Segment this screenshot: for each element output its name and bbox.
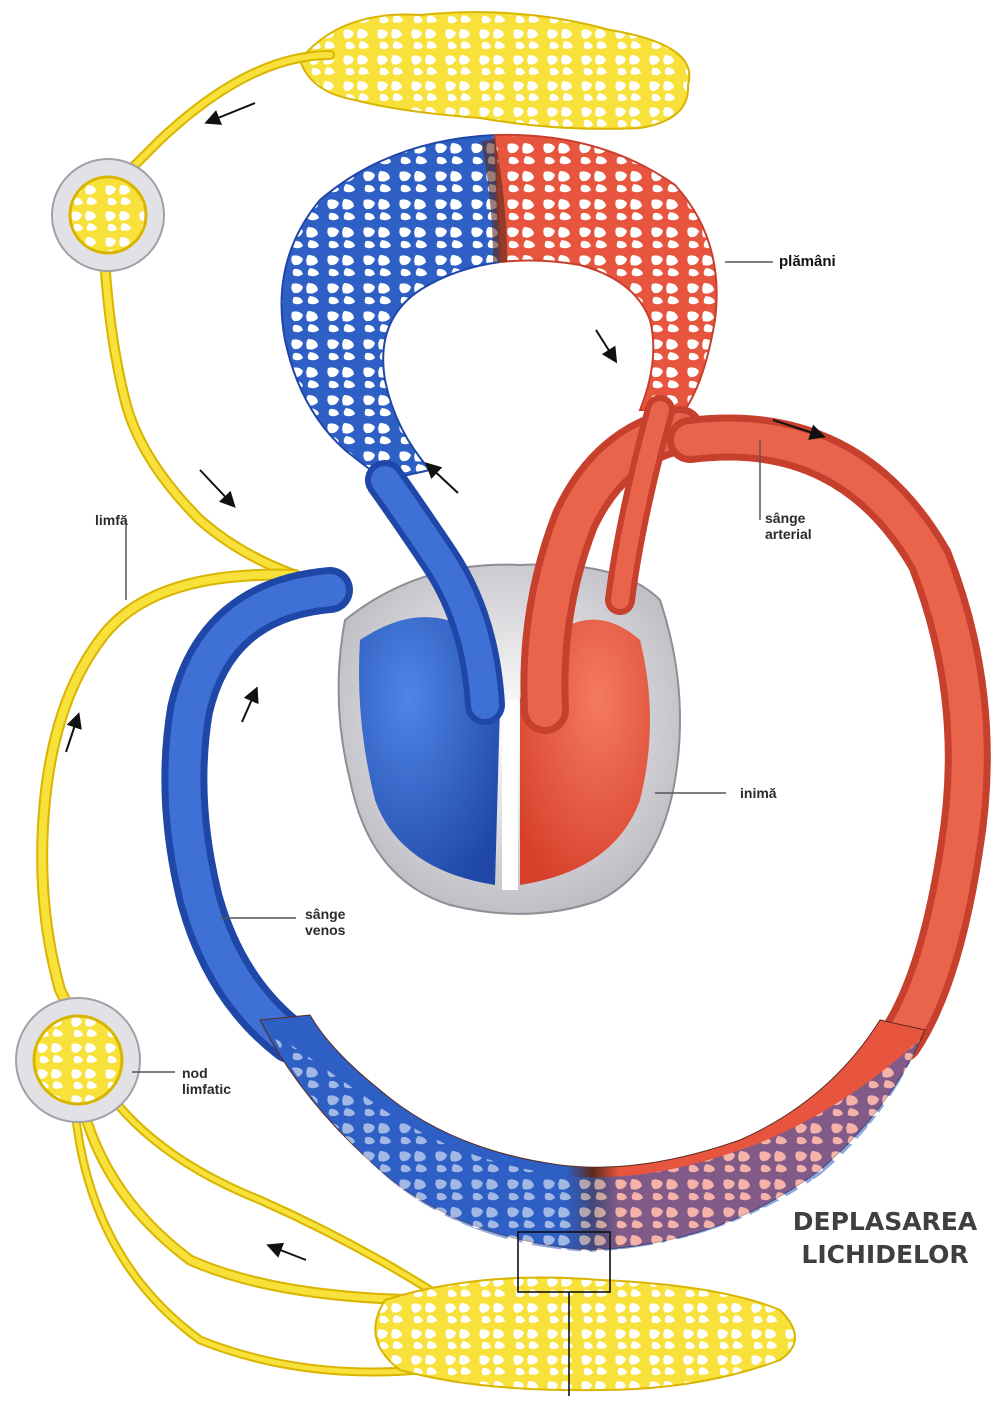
lymph-label: limfă — [95, 512, 128, 528]
arrow-icon — [270, 1246, 306, 1260]
diagram-title-line1: DEPLASAREA — [780, 1205, 990, 1238]
lymph-node-top — [52, 159, 164, 271]
venous-blood-label-line2: venos — [305, 922, 345, 938]
lung-capillaries-blue — [282, 135, 500, 480]
lymph-node-label: nod limfatic — [182, 1065, 231, 1097]
diagram-title: DEPLASAREA LICHIDELOR — [780, 1205, 990, 1271]
lymph-node-label-line1: nod — [182, 1065, 231, 1081]
arrow-icon — [596, 330, 615, 360]
arrow-icon — [428, 465, 458, 493]
lungs-label: plămâni — [779, 254, 836, 270]
arterial-blood-label: sânge arterial — [765, 510, 812, 542]
lymph-node-bottom — [16, 998, 140, 1122]
venous-blood-label: sânge venos — [305, 906, 345, 938]
heart-label: inimă — [740, 785, 777, 801]
heart — [339, 564, 680, 913]
arrow-icon — [66, 716, 78, 752]
arterial-blood-label-line2: arterial — [765, 526, 812, 542]
arrow-icon — [242, 690, 256, 722]
lung-capillaries-red — [495, 135, 717, 410]
arrow-icon — [208, 103, 255, 122]
lymph-capillaries-bottom — [375, 1278, 795, 1391]
arterial-blood-label-line1: sânge — [765, 510, 812, 526]
diagram-title-line2: LICHIDELOR — [780, 1238, 990, 1271]
arrow-icon — [200, 470, 233, 505]
lymph-node-label-line2: limfatic — [182, 1081, 231, 1097]
venous-blood-label-line1: sânge — [305, 906, 345, 922]
lymph-capillaries-top — [300, 12, 689, 129]
